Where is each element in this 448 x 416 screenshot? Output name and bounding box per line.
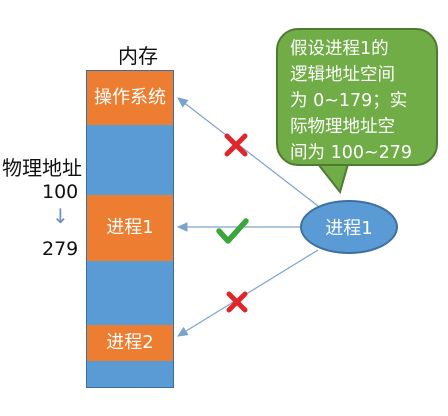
callout-line: 间为 100~279: [290, 143, 413, 163]
segment-os: 操作系统: [87, 71, 173, 125]
segment-process-1: 进程1: [87, 195, 173, 261]
process-node-label: 进程1: [325, 218, 373, 239]
callout-line: 假设进程1的: [290, 39, 389, 59]
segment-free: [87, 361, 173, 387]
access-arrow-process-2: [176, 249, 319, 337]
address-end: 279: [42, 238, 79, 260]
address-start: 100: [42, 181, 79, 203]
segment-process-2: 进程2: [87, 325, 173, 361]
callout-line: 逻辑地址空间: [290, 65, 395, 85]
segment-free: [87, 125, 173, 195]
segment-process-1-label: 进程1: [106, 217, 154, 238]
callout-line: 为 0~179；实: [290, 91, 408, 111]
memory-title: 内存: [118, 44, 158, 68]
segment-process-2-label: 进程2: [106, 332, 154, 353]
segment-free: [87, 261, 173, 325]
red-cross-icon: [224, 133, 248, 157]
callout-tail: [315, 163, 350, 195]
callout-bubble: 假设进程1的 逻辑地址空间 为 0~179；实 际物理地址空 间为 100~27…: [276, 28, 438, 166]
segment-os-label: 操作系统: [94, 87, 166, 108]
process-node: 进程1: [300, 200, 398, 254]
memory-block: 操作系统 进程1 进程2: [86, 70, 174, 388]
red-cross-icon: [226, 291, 248, 313]
green-check-icon: [216, 218, 249, 244]
physical-address-title: 物理地址: [2, 156, 82, 180]
address-range-arrow-icon: ↓: [52, 204, 69, 228]
callout-line: 际物理地址空: [290, 117, 395, 137]
